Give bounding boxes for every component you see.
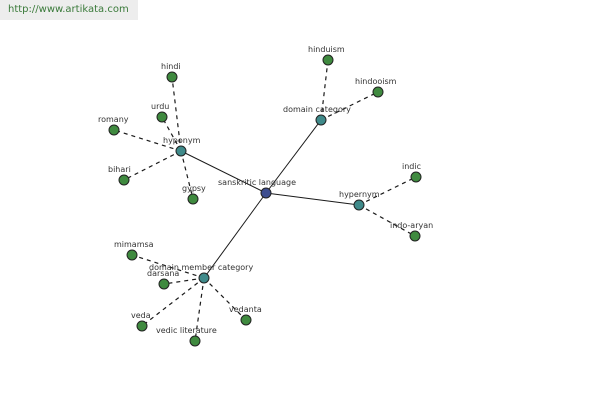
hub-node-domain-category[interactable] — [315, 114, 327, 126]
watermark-bar: http://www.artikata.com — [0, 0, 138, 20]
hub-label-hyponym: hyponym — [163, 136, 201, 145]
leaf-label-veda: veda — [131, 311, 151, 320]
hub-node-hyponym[interactable] — [175, 145, 187, 157]
edge-domain-category-hinduism — [320, 59, 329, 121]
hub-node-domain-member-category[interactable] — [198, 272, 210, 284]
leaf-label-mimamsa: mimamsa — [114, 240, 154, 249]
leaf-node-vedanta[interactable] — [240, 314, 252, 326]
edge-hypernym-indo-aryan — [358, 204, 416, 237]
leaf-label-hindooism: hindooism — [355, 77, 397, 86]
leaf-label-bihari: bihari — [108, 165, 131, 174]
leaf-label-romany: romany — [98, 115, 129, 124]
leaf-node-hinduism[interactable] — [322, 54, 334, 66]
edge-domain-category-hindooism — [320, 91, 379, 121]
leaf-node-hindooism[interactable] — [372, 86, 384, 98]
hub-label-hypernym: hypernym — [339, 190, 380, 199]
hub-label-domain-member-category: domain member category — [149, 263, 253, 272]
leaf-node-mimamsa[interactable] — [126, 249, 138, 261]
hub-node-hypernym[interactable] — [353, 199, 365, 211]
edge-hyponym-bihari — [123, 150, 182, 181]
edge-hyponym-urdu — [161, 116, 182, 152]
leaf-node-bihari[interactable] — [118, 174, 130, 186]
leaf-label-vedic-literature: vedic literature — [156, 326, 217, 335]
leaf-node-indic[interactable] — [410, 171, 422, 183]
edge-root-hypernym — [265, 192, 360, 206]
edge-domain-member-category-veda — [141, 277, 205, 327]
leaf-label-indic: indic — [402, 162, 421, 171]
edge-domain-member-category-vedic-literature — [194, 277, 205, 342]
leaf-label-darsana: darsana — [147, 269, 179, 278]
leaf-label-hinduism: hinduism — [308, 45, 345, 54]
leaf-node-indo-aryan[interactable] — [409, 230, 421, 242]
edge-hyponym-romany — [113, 129, 182, 152]
leaf-label-urdu: urdu — [151, 102, 169, 111]
edge-root-hyponym — [180, 150, 267, 194]
graph-nodes — [108, 54, 422, 347]
leaf-node-veda[interactable] — [136, 320, 148, 332]
edge-hypernym-indic — [358, 176, 417, 206]
edge-domain-member-category-darsana — [163, 277, 205, 285]
edge-root-domain-category — [265, 119, 322, 194]
root-label: sanskritic language — [218, 178, 296, 187]
edge-hyponym-gypsy — [180, 150, 194, 200]
leaf-node-darsana[interactable] — [158, 278, 170, 290]
root-node[interactable] — [260, 187, 272, 199]
leaf-node-romany[interactable] — [108, 124, 120, 136]
leaf-node-vedic-literature[interactable] — [189, 335, 201, 347]
leaf-label-gypsy: gypsy — [182, 184, 206, 193]
leaf-label-indo-aryan: indo-aryan — [390, 221, 433, 230]
leaf-node-gypsy[interactable] — [187, 193, 199, 205]
graph-labels: sanskritic language hyponym domain categor… — [98, 45, 433, 335]
leaf-label-hindi: hindi — [161, 62, 181, 71]
watermark-url: http://www.artikata.com — [8, 4, 129, 15]
edge-root-domain-member-category — [203, 192, 267, 279]
edge-domain-member-category-vedanta — [203, 277, 247, 321]
hub-label-domain-category: domain category — [283, 105, 351, 114]
leaf-node-urdu[interactable] — [156, 111, 168, 123]
graph-edges — [113, 59, 417, 342]
leaf-node-hindi[interactable] — [166, 71, 178, 83]
leaf-label-vedanta: vedanta — [229, 305, 262, 314]
